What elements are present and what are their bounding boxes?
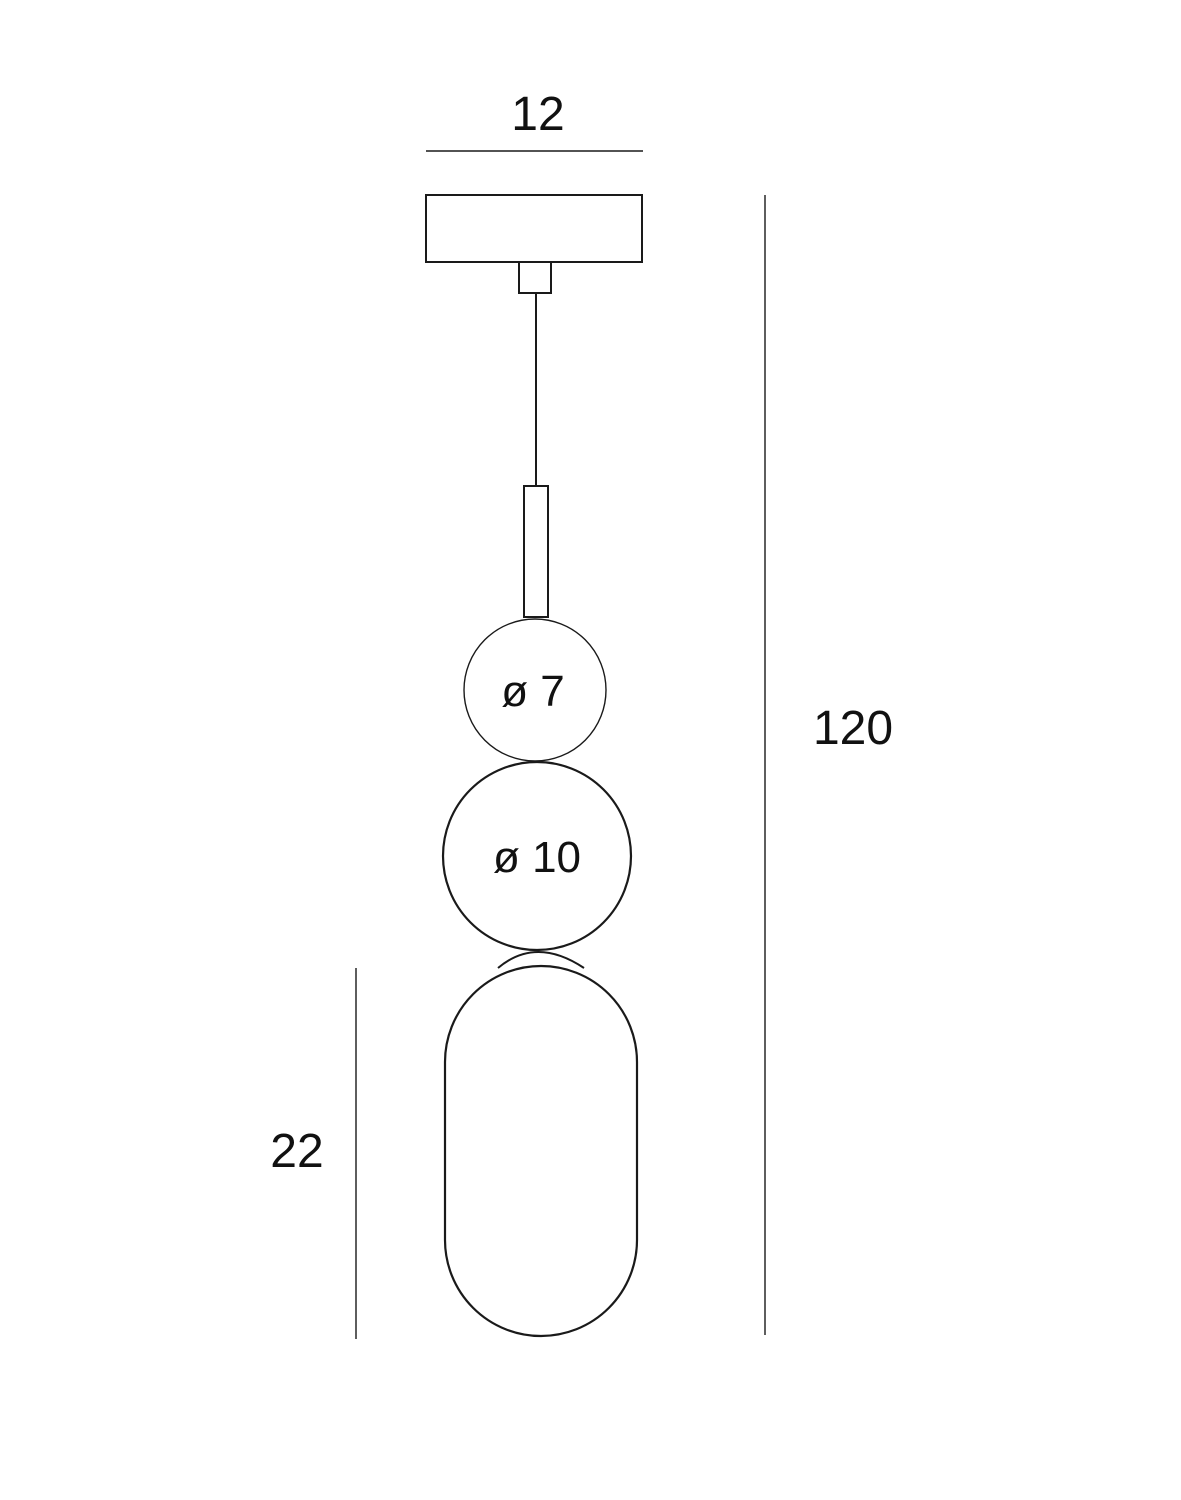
total-height-label: 120 — [813, 702, 893, 755]
shade-height-label: 22 — [270, 1125, 323, 1178]
ceiling-canopy — [425, 194, 643, 263]
capsule-shade — [443, 964, 639, 1338]
large-sphere — [441, 760, 633, 952]
stem-rod — [523, 485, 549, 618]
cable-clamp — [518, 261, 552, 294]
width-dimension-label: 12 — [511, 88, 564, 141]
shade-connector-cap — [497, 951, 585, 969]
large-sphere-label: ø 10 — [493, 833, 581, 882]
small-sphere-label: ø 7 — [501, 667, 565, 716]
